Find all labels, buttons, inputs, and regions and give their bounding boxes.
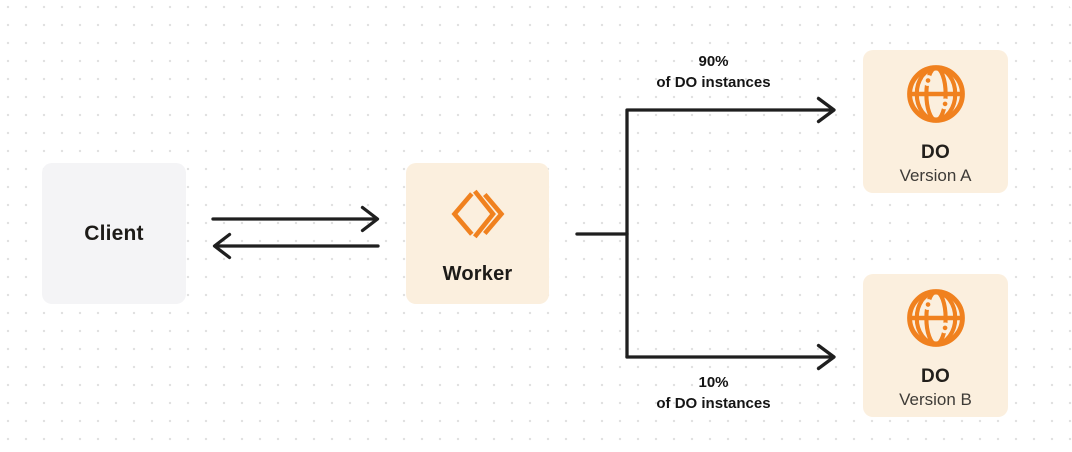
edge-label-10-percent-caption: of DO instances	[656, 395, 771, 412]
do-a-subtitle: Version A	[899, 166, 972, 185]
node-do-version-a: DO Version A	[863, 50, 1008, 193]
do-b-subtitle: Version B	[899, 390, 972, 409]
durable-object-globe-icon	[903, 285, 969, 351]
arrow-worker-to-client	[212, 232, 380, 260]
durable-object-globe-icon	[903, 61, 969, 127]
arrow-branch-to-do-a	[625, 96, 836, 359]
edge-label-10-percent: 10% of DO instances	[623, 372, 804, 414]
client-label: Client	[84, 221, 144, 245]
worker-label: Worker	[442, 263, 513, 285]
edge-label-10-percent-value: 10%	[698, 374, 729, 391]
edge-label-90-percent: 90% of DO instances	[623, 51, 804, 93]
cloudflare-workers-icon	[450, 186, 506, 242]
edge-label-90-percent-value: 90%	[698, 53, 729, 70]
node-do-version-b: DO Version B	[863, 274, 1008, 417]
arrow-branch-to-do-b	[625, 343, 836, 371]
node-client: Client	[42, 163, 186, 304]
node-worker: Worker	[406, 163, 549, 304]
edge-label-90-percent-caption: of DO instances	[656, 74, 771, 91]
do-b-title: DO	[920, 366, 951, 387]
arrow-client-to-worker	[211, 205, 380, 233]
do-a-title: DO	[920, 142, 951, 163]
